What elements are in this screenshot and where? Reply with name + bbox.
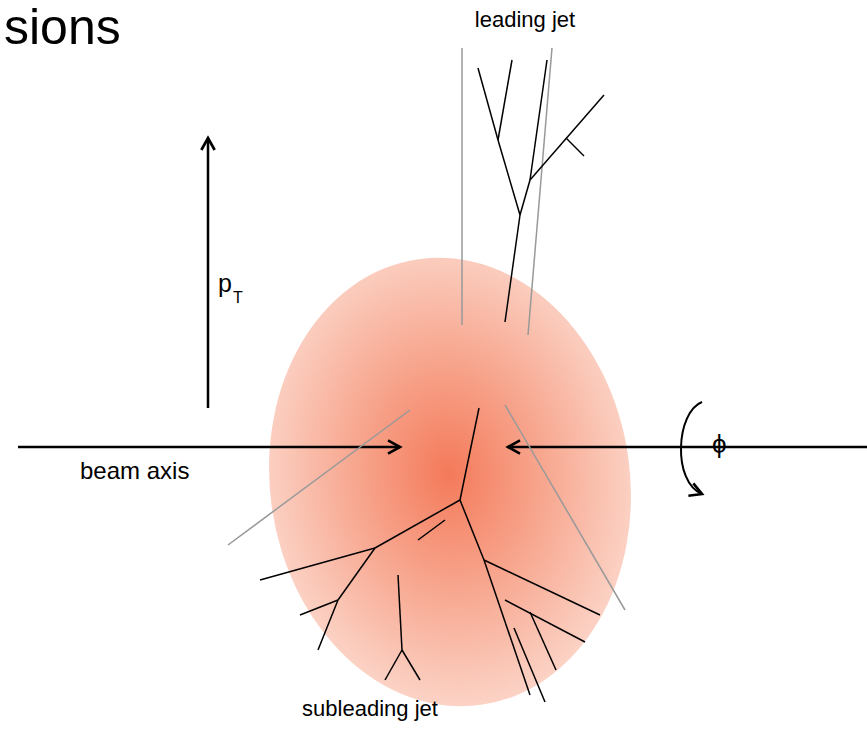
- angle-symbol: ϕ: [712, 430, 727, 459]
- medium-blob: [240, 234, 659, 730]
- title-fragment: sions: [4, 0, 121, 55]
- leading-shower: [478, 60, 604, 322]
- momentum-subscript: T: [233, 289, 243, 307]
- momentum-symbol: p: [218, 270, 232, 298]
- axis-label: beam axis: [80, 458, 189, 484]
- beam-right: [508, 446, 867, 449]
- pt-arrow: [207, 138, 210, 408]
- beam-left: [18, 446, 400, 449]
- phi-arrow: [681, 402, 702, 494]
- jet-label: leading jet: [475, 8, 575, 32]
- subleading-cone: [228, 405, 625, 610]
- leading-cone: [462, 48, 552, 335]
- subleading-shower: [260, 408, 600, 702]
- jet-label: subleading jet: [302, 697, 438, 721]
